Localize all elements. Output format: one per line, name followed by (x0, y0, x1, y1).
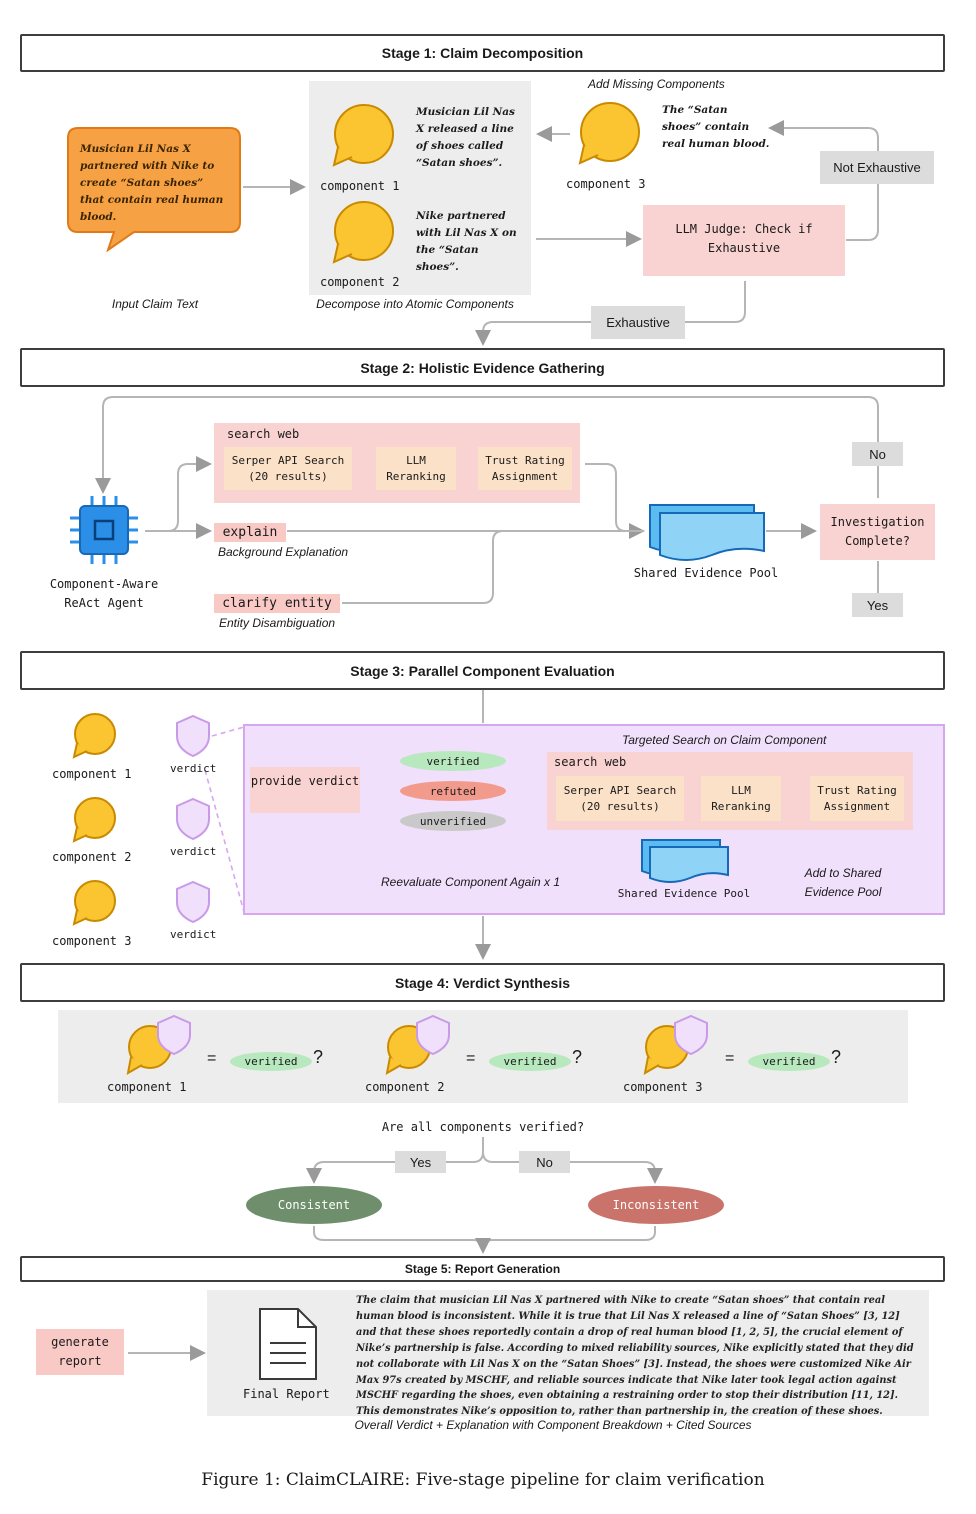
component1-text: Musician Lil Nas X released a line of sh… (416, 106, 515, 169)
clarify-desc: Entity Disambiguation (219, 616, 336, 630)
final-report-label: Final Report (243, 1387, 330, 1401)
cpu-chip-icon (70, 496, 138, 564)
figure-caption: Figure 1: ClaimCLAIRE: Five-stage pipeli… (201, 1470, 765, 1490)
stage5-header: Stage 5: Report Generation (20, 1256, 945, 1282)
add-pool-label: Add to Shared Evidence Pool (804, 866, 882, 899)
stage5-title: Stage 5: Report Generation (404, 1262, 561, 1276)
unverified-pill: unverified (400, 811, 506, 831)
stage1-header: Stage 1: Claim Decomposition (20, 34, 945, 72)
component2-label: component 2 (320, 275, 400, 289)
s3-trust-rating-box: Trust Rating Assignment (810, 776, 904, 821)
s3-serper-search-box: Serper API Search (20 results) (556, 776, 684, 821)
stage2-header: Stage 2: Holistic Evidence Gathering (20, 348, 945, 387)
verdict-bubble-icon (643, 1014, 708, 1075)
s3-component3-label: component 3 (52, 934, 132, 948)
chat-bubble-icon (578, 102, 640, 165)
report-panel (207, 1290, 929, 1416)
s4-verified-pill-1: verified (230, 1052, 312, 1071)
stage4-title: Stage 4: Verdict Synthesis (394, 974, 571, 991)
component1-label: component 1 (320, 179, 400, 193)
equals-sign-3: = (725, 1050, 735, 1067)
shield-icon (176, 714, 210, 758)
evidence-pool-icon (641, 839, 729, 883)
s4-component3-label: component 3 (623, 1080, 703, 1094)
s4-verified-pill-2: verified (489, 1052, 571, 1071)
component3-label: component 3 (566, 177, 646, 191)
not-exhaustive-label: Not Exhaustive (820, 151, 934, 184)
equals-sign-1: = (207, 1050, 217, 1067)
question-mark-3: ? (831, 1047, 842, 1067)
verdict-label-2: verdict (170, 845, 217, 858)
provide-verdict-box: provide verdict (250, 767, 360, 813)
stage4-header: Stage 4: Verdict Synthesis (20, 963, 945, 1002)
shield-icon (176, 797, 210, 841)
s4-yes-label: Yes (395, 1151, 446, 1173)
all-verified-question: Are all components verified? (381, 1120, 585, 1134)
targeted-search-label: Targeted Search on Claim Component (622, 733, 827, 747)
llm-reranking-box: LLM Reranking (376, 447, 456, 490)
chat-bubble-icon (72, 713, 116, 759)
add-missing-label: Add Missing Components (588, 77, 725, 91)
s4-component1-label: component 1 (107, 1080, 187, 1094)
trust-rating-box: Trust Rating Assignment (478, 447, 572, 490)
s3-pool-label: Shared Evidence Pool (617, 887, 751, 900)
consistent-ellipse: Consistent (246, 1186, 382, 1224)
stage2-title: Stage 2: Holistic Evidence Gathering (360, 359, 605, 376)
s3-llm-reranking-box: LLM Reranking (701, 776, 781, 821)
input-claim-text: Musician Lil Nas X partnered with Nike t… (80, 143, 224, 223)
serper-search-box: Serper API Search (20 results) (224, 447, 352, 490)
chat-bubble-icon (332, 104, 394, 167)
question-mark-2: ? (572, 1047, 583, 1067)
generate-report-box: generate report (36, 1329, 124, 1375)
equals-sign-2: = (466, 1050, 476, 1067)
search-web-label: search web (227, 427, 300, 441)
verified-pill: verified (400, 751, 506, 771)
chat-bubble-icon (72, 880, 116, 926)
investigation-complete-box: Investigation Complete? (820, 504, 935, 560)
clarify-entity-tag: clarify entity (214, 594, 340, 613)
explain-desc: Background Explanation (218, 545, 349, 559)
reevaluate-label: Reevaluate Component Again x 1 (381, 875, 561, 889)
question-mark-1: ? (313, 1047, 324, 1067)
overall-verdict-label: Overall Verdict + Explanation with Compo… (354, 1418, 752, 1432)
s4-no-label: No (519, 1151, 570, 1173)
no-label: No (852, 442, 903, 466)
chat-bubble-icon (72, 797, 116, 843)
shield-icon (176, 880, 210, 924)
agent-label: Component-Aware ReAct Agent (49, 577, 159, 610)
chat-bubble-icon (332, 201, 394, 264)
s4-verified-pill-3: verified (748, 1052, 830, 1071)
pool-label: Shared Evidence Pool (633, 566, 779, 580)
evidence-pool-icon (649, 504, 765, 561)
exhaustive-label: Exhaustive (591, 306, 685, 339)
stage1-title: Stage 1: Claim Decomposition (381, 45, 584, 61)
refuted-pill: refuted (400, 781, 506, 801)
verdict-bubble-icon (385, 1014, 450, 1075)
s3-component1-label: component 1 (52, 767, 132, 781)
speech-bubble-icon (67, 127, 241, 252)
document-icon (259, 1308, 317, 1380)
stage3-header: Stage 3: Parallel Component Evaluation (20, 651, 945, 690)
s3-search-web-label: search web (554, 755, 627, 769)
llm-judge-box: LLM Judge: Check if Exhaustive (643, 205, 845, 276)
report-text: The claim that musician Lil Nas X partne… (356, 1295, 914, 1418)
explain-tag: explain (214, 523, 286, 542)
component3-text: The “Satan shoes” contain real human blo… (662, 104, 770, 150)
verdict-label-1: verdict (170, 762, 217, 775)
input-claim-label: Input Claim Text (111, 297, 199, 311)
verdict-label-3: verdict (170, 928, 217, 941)
inconsistent-ellipse: Inconsistent (588, 1186, 724, 1224)
s3-component2-label: component 2 (52, 850, 132, 864)
decompose-label: Decompose into Atomic Components (316, 297, 514, 311)
verdict-bubble-icon (126, 1014, 191, 1075)
s4-component2-label: component 2 (365, 1080, 445, 1094)
component2-text: Nike partnered with Lil Nas X on the “Sa… (416, 210, 517, 273)
stage3-title: Stage 3: Parallel Component Evaluation (350, 662, 615, 679)
yes-label: Yes (852, 593, 903, 617)
